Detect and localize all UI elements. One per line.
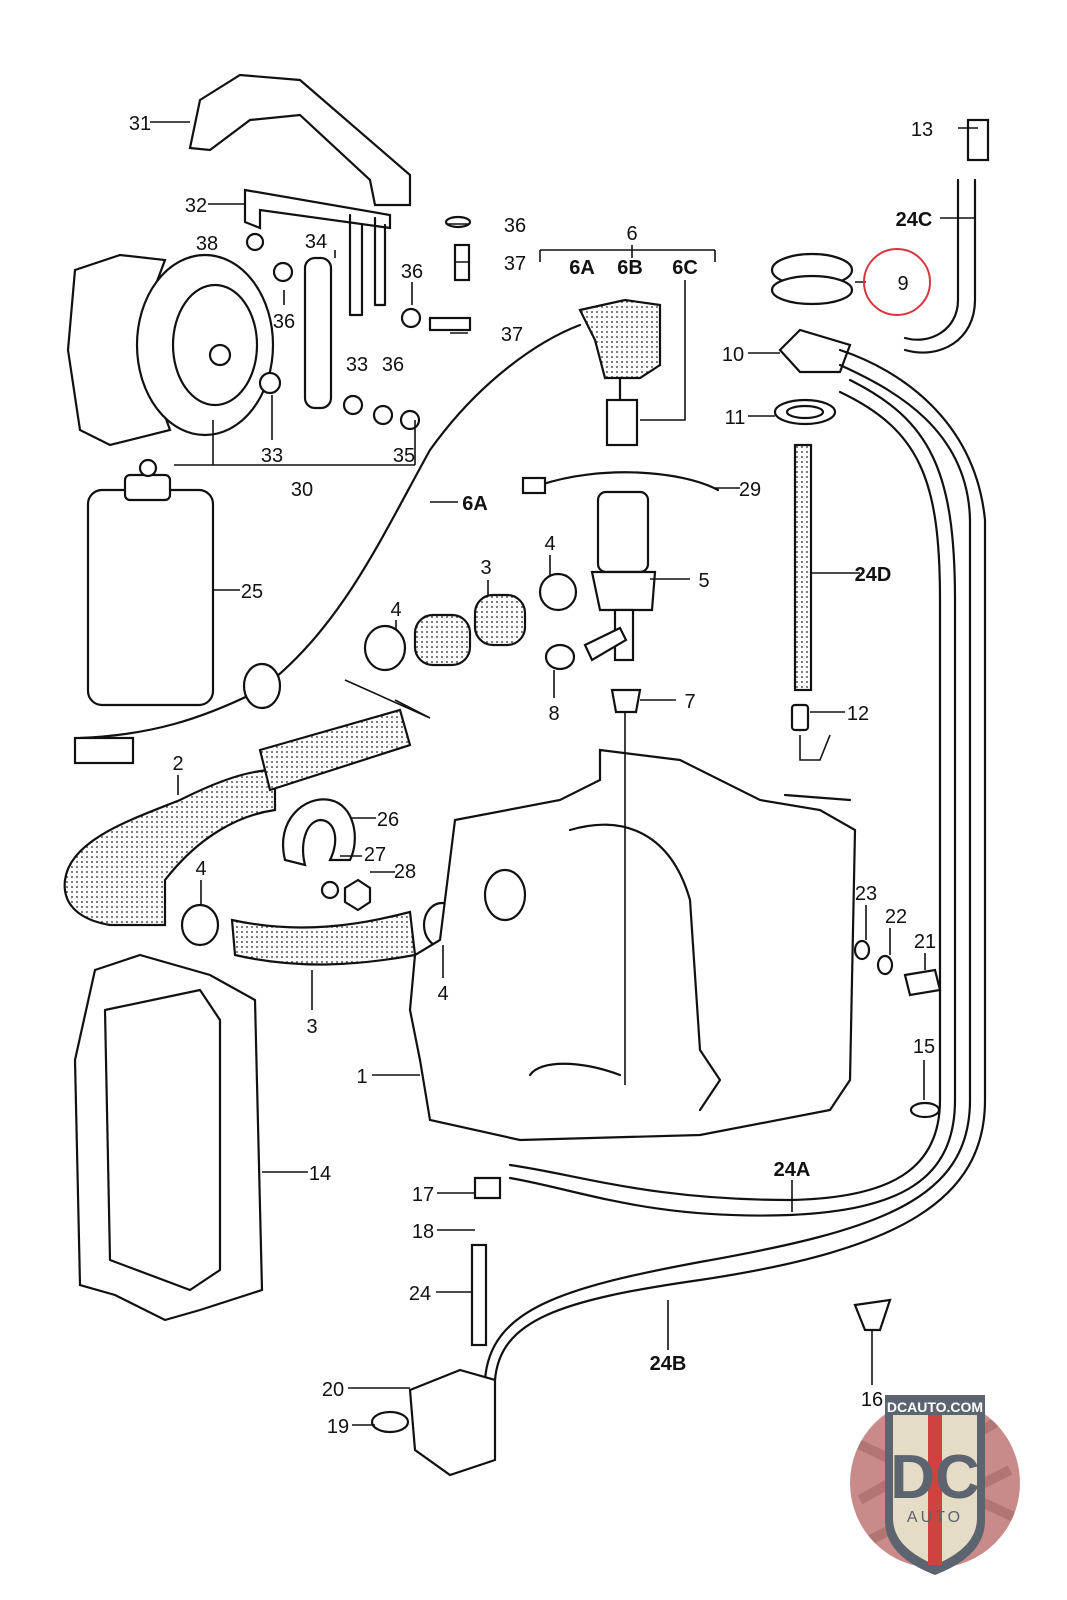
callout-label-31: 31 xyxy=(129,113,151,135)
callout-label-12: 12 xyxy=(847,703,869,725)
valve-20 xyxy=(408,1368,497,1477)
callout-label-5: 5 xyxy=(698,570,709,592)
callout-label-24: 24 xyxy=(409,1283,431,1305)
hose-3-lower xyxy=(230,910,417,966)
logo-top-text: DCAUTO.COM xyxy=(887,1399,983,1415)
clamps-4 xyxy=(180,572,578,949)
callout-label-25: 25 xyxy=(241,581,263,603)
callout-label-4: 4 xyxy=(544,533,555,555)
bracket-32 xyxy=(243,188,392,230)
leader-lines xyxy=(150,121,978,1426)
callout-label-17: 17 xyxy=(412,1184,434,1206)
tube-24d xyxy=(793,443,813,692)
callout-label-4: 4 xyxy=(390,599,401,621)
dcauto-logo: DCAUTO.COM DC AUTO xyxy=(850,1395,1020,1575)
clip-26 xyxy=(282,798,356,867)
hose-3-upper xyxy=(413,613,472,667)
callout-label-33: 33 xyxy=(346,354,368,376)
callout-label-35: 35 xyxy=(393,445,415,467)
pump-6 xyxy=(578,298,662,380)
callout-label-7: 7 xyxy=(684,691,695,713)
callout-label-21: 21 xyxy=(914,931,936,953)
callout-label-32: 32 xyxy=(185,195,207,217)
filter-13 xyxy=(966,118,990,162)
callout-label-26: 26 xyxy=(377,809,399,831)
callout-label-6a: 6A xyxy=(462,493,488,515)
hose-2 xyxy=(63,768,277,927)
callout-label-38: 38 xyxy=(196,233,218,255)
strap-14 xyxy=(73,953,264,1322)
pump-5 xyxy=(596,490,650,574)
callout-label-36: 36 xyxy=(273,311,295,333)
callout-label-24b: 24B xyxy=(650,1353,687,1375)
callout-label-24a: 24A xyxy=(774,1159,811,1181)
callout-label-34: 34 xyxy=(305,231,327,253)
callout-label-28: 28 xyxy=(394,861,416,883)
callout-label-36: 36 xyxy=(382,354,404,376)
callout-label-2: 2 xyxy=(172,753,183,775)
callout-label-15: 15 xyxy=(913,1036,935,1058)
callout-label-20: 20 xyxy=(322,1379,344,1401)
logo-sub-text: AUTO xyxy=(907,1509,963,1526)
callout-label-8: 8 xyxy=(548,703,559,725)
callout-label-3: 3 xyxy=(480,557,491,579)
connector-10 xyxy=(778,328,852,374)
part-shapes xyxy=(63,73,990,1477)
callout-label-18: 18 xyxy=(412,1221,434,1243)
callout-label-23: 23 xyxy=(855,883,877,905)
highlight-circle-9 xyxy=(863,248,931,316)
callout-label-6b: 6B xyxy=(617,257,643,279)
callout-label-37: 37 xyxy=(504,253,526,275)
callout-label-19: 19 xyxy=(327,1416,349,1438)
callout-label-37: 37 xyxy=(501,324,523,346)
bracket-31 xyxy=(188,73,412,207)
callout-label-1: 1 xyxy=(356,1066,367,1088)
callout-label-24d: 24D xyxy=(855,564,892,586)
tee-17 xyxy=(473,1176,502,1200)
callout-label-10: 10 xyxy=(722,344,744,366)
callout-label-9: 9 xyxy=(897,273,908,295)
callout-label-4: 4 xyxy=(195,858,206,880)
tank-1 xyxy=(408,748,857,1142)
callout-label-4: 4 xyxy=(437,983,448,1005)
callout-label-11: 11 xyxy=(725,407,746,429)
callout-label-16: 16 xyxy=(861,1389,883,1411)
callout-label-6: 6 xyxy=(626,223,637,245)
strap-34 xyxy=(303,256,333,410)
bottle-25 xyxy=(86,488,215,707)
callout-label-33: 33 xyxy=(261,445,283,467)
nozzle-19 xyxy=(370,1410,410,1434)
callout-label-27: 27 xyxy=(364,844,386,866)
callout-label-36: 36 xyxy=(401,261,423,283)
logo-main-text: DC xyxy=(890,1443,980,1512)
callout-label-6a: 6A xyxy=(569,257,595,279)
callout-label-36: 36 xyxy=(504,215,526,237)
callout-label-3: 3 xyxy=(306,1016,317,1038)
callout-label-13: 13 xyxy=(911,119,933,141)
callout-label-14: 14 xyxy=(309,1163,331,1185)
callout-label-24c: 24C xyxy=(896,209,933,231)
callout-label-22: 22 xyxy=(885,906,907,928)
callout-label-29: 29 xyxy=(739,479,761,501)
callout-label-30: 30 xyxy=(291,479,313,501)
callout-label-6c: 6C xyxy=(672,257,698,279)
